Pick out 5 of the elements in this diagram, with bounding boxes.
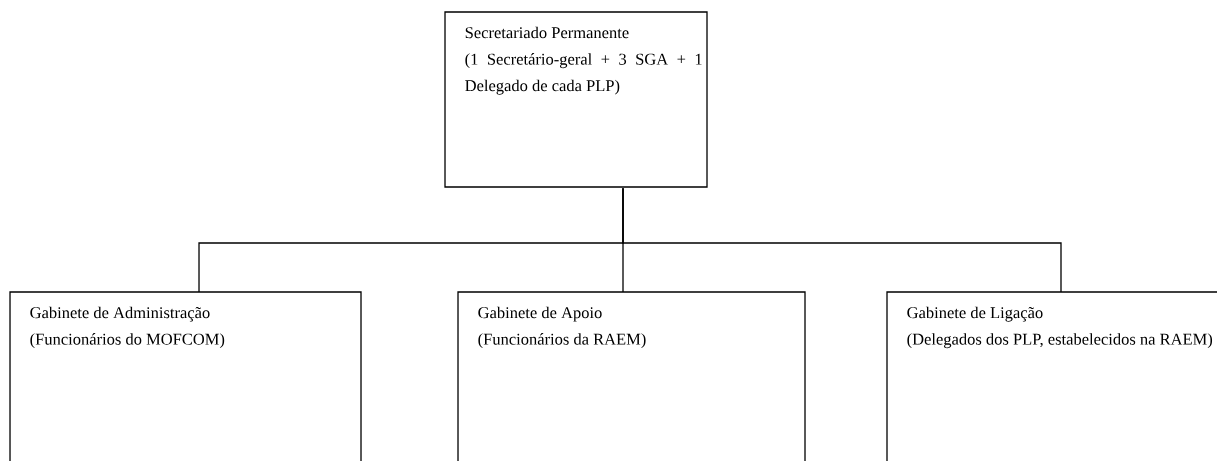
org-box: Gabinete de Administração (Funcionários do MOFCOM)	[9, 291, 362, 461]
org-box: Gabinete de Ligação (Delegados dos PLP, estabelecidos na RAEM)	[886, 291, 1217, 461]
connector-line	[622, 187, 1062, 293]
org-box: Secretariado Permanente (1 Secretário-geral + 3 SGA + 1 Delegado de cada PLP)	[444, 11, 708, 188]
org-box: Gabinete de Apoio (Funcionários da RAEM)	[457, 291, 806, 461]
